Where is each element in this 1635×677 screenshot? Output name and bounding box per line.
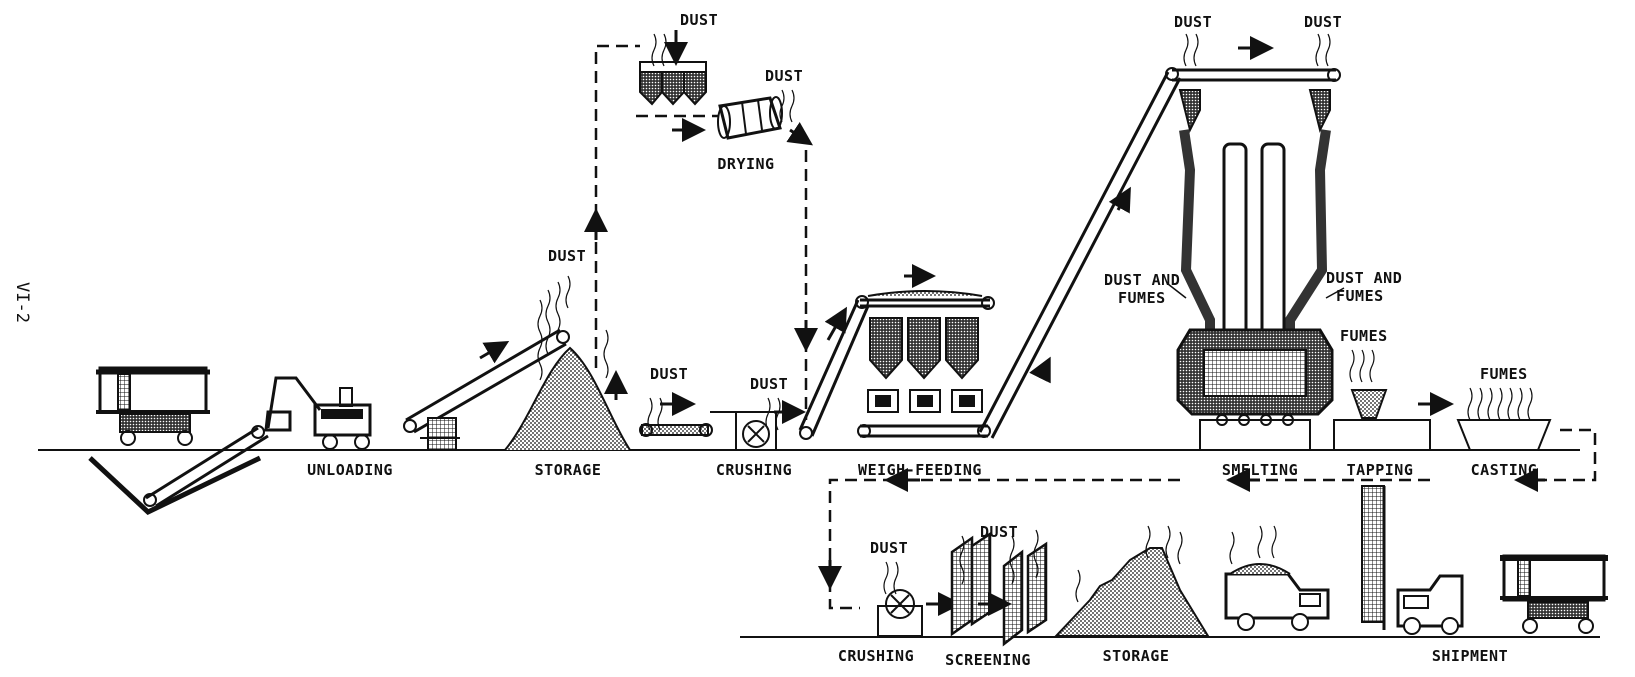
label-fumes-tapping: FUMES — [1340, 328, 1388, 345]
label-crushing-bottom: CRUSHING — [838, 648, 914, 665]
label-dust-furnace-left: DUST — [1174, 14, 1212, 31]
tapping-ladle — [1334, 390, 1430, 450]
label-storage-bottom: STORAGE — [1103, 648, 1170, 665]
label-crushing-top: CRUSHING — [716, 462, 792, 479]
label-dust-storage: DUST — [548, 248, 586, 265]
label-dust-screening: DUST — [980, 524, 1018, 541]
screening-decks — [952, 534, 1046, 644]
weigh-feeding-bins — [858, 291, 994, 437]
label-dust-crusher-bottom: DUST — [870, 540, 908, 557]
label-weigh-feeding: WEIGH-FEEDING — [858, 462, 982, 479]
label-screening: SCREENING — [945, 652, 1031, 669]
label-unloading: UNLOADING — [307, 462, 393, 479]
label-fumes-left: FUMES — [1118, 290, 1166, 307]
label-casting: CASTING — [1471, 462, 1538, 479]
casting-mold — [1458, 420, 1550, 450]
storage-pile-bottom — [1056, 548, 1208, 636]
label-dust-conveyor: DUST — [650, 366, 688, 383]
label-dust-bins: DUST — [680, 12, 718, 29]
label-drying: DRYING — [717, 156, 774, 173]
dump-truck — [1226, 564, 1328, 630]
label-shipment: SHIPMENT — [1432, 648, 1508, 665]
crusher-top — [640, 412, 776, 450]
dashed-path-to-dryer — [596, 46, 640, 368]
smelting-furnace — [1168, 90, 1344, 450]
label-dust-crusher: DUST — [750, 376, 788, 393]
railcar-right — [1500, 556, 1608, 633]
label-smelting: SMELTING — [1222, 462, 1298, 479]
label-tapping: TAPPING — [1347, 462, 1414, 479]
label-dust-dryer: DUST — [765, 68, 803, 85]
label-storage-top: STORAGE — [535, 462, 602, 479]
railcar-left — [90, 368, 268, 512]
forklift — [1362, 486, 1462, 634]
label-dust-and-left: DUST AND — [1104, 272, 1180, 289]
label-fumes-casting: FUMES — [1480, 366, 1528, 383]
label-dust-furnace-right: DUST — [1304, 14, 1342, 31]
front-loader — [266, 378, 370, 449]
label-dust-and-right: DUST AND — [1326, 270, 1402, 287]
page-number: VI-2 — [12, 282, 32, 323]
dryer-feed-bins — [640, 62, 706, 104]
label-fumes-right: FUMES — [1336, 288, 1384, 305]
rotary-dryer — [718, 97, 782, 138]
storage-pile-top — [505, 348, 630, 450]
crusher-bottom — [878, 590, 922, 636]
